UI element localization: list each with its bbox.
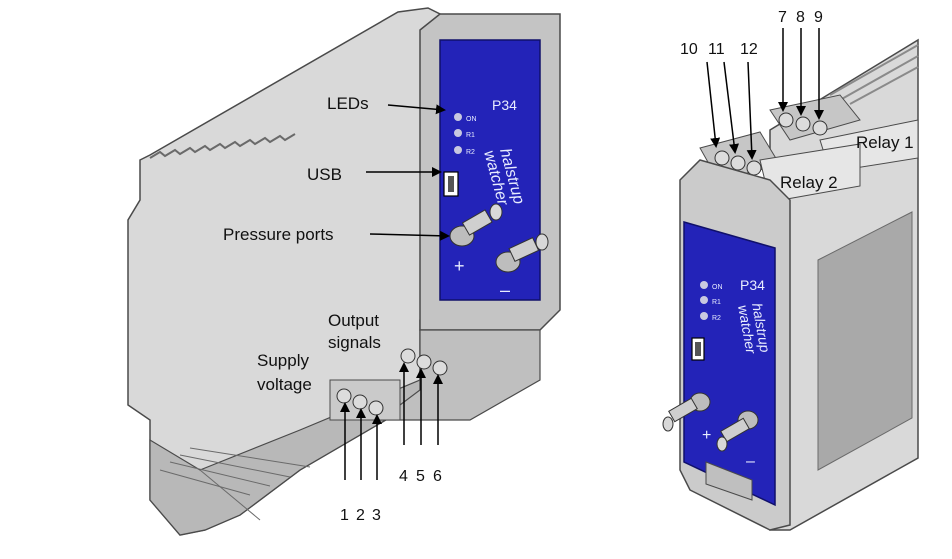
arrow-pressure-ports [369, 230, 450, 241]
right-led-label-on: ON [712, 284, 723, 291]
terminal-label-5: 5 [416, 468, 425, 485]
terminal-label-6: 6 [433, 468, 442, 485]
callout-usb: USB [307, 165, 342, 184]
callout-output-signals-2: signals [328, 333, 381, 352]
callout-supply-voltage-2: voltage [257, 375, 312, 394]
right-led-label-r2: R2 [712, 315, 721, 322]
right-housing-ridges [829, 44, 919, 105]
right-relay1-terminals [778, 112, 828, 136]
left-led-label-on: ON [466, 116, 477, 123]
terminal-label-8: 8 [796, 9, 805, 26]
terminal-label-1: 1 [340, 507, 349, 524]
right-led-r1 [700, 296, 708, 304]
callout-supply-voltage-1: Supply [257, 351, 309, 370]
left-led-label-r2: R2 [466, 149, 475, 156]
terminal-label-4: 4 [399, 468, 408, 485]
right-pressure-port-minus [716, 410, 759, 452]
callout-output-signals-1: Output [328, 311, 379, 330]
arrow-terminal-10 [706, 61, 721, 148]
left-device: ON R1 R2 P34 halstrup watcher + – [127, 7, 561, 536]
left-pressure-port-plus [449, 203, 503, 247]
relay2-label: Relay 2 [780, 173, 838, 192]
right-led-label-r1: R1 [712, 299, 721, 306]
terminal-label-3: 3 [372, 507, 381, 524]
right-device: ON R1 R2 P34 halstrup watcher + – [662, 38, 919, 531]
right-led-on [700, 281, 708, 289]
left-port-plus-label: + [454, 256, 465, 276]
right-port-minus-label: – [746, 453, 755, 470]
right-blue-panel [683, 221, 776, 507]
left-output-terminals [400, 348, 448, 376]
terminal-label-12: 12 [740, 41, 758, 58]
callout-pressure-ports: Pressure ports [223, 225, 334, 244]
right-port-plus-label: + [702, 427, 711, 444]
left-led-r1 [454, 129, 462, 137]
relay1-label: Relay 1 [856, 133, 914, 152]
right-led-r2 [700, 312, 708, 320]
terminal-label-7: 7 [778, 9, 787, 26]
terminal-label-11: 11 [708, 41, 725, 58]
callout-leds: LEDs [327, 94, 369, 113]
left-pressure-port-minus [495, 233, 549, 273]
right-model-label: P34 [740, 277, 765, 293]
right-side-recess [817, 211, 913, 471]
left-terminal-bay [378, 329, 541, 421]
right-pressure-port-plus [662, 392, 711, 432]
terminal-label-10: 10 [680, 41, 698, 58]
left-led-on [454, 113, 462, 121]
right-bottom-clip [705, 461, 753, 501]
left-bottom-ribs [159, 447, 311, 521]
left-led-label-r1: R1 [466, 132, 475, 139]
left-supply-terminals [329, 379, 401, 421]
left-model-label: P34 [492, 97, 517, 113]
terminal-label-2: 2 [356, 507, 365, 524]
left-housing-ridges [149, 133, 296, 159]
terminal-label-9: 9 [814, 9, 823, 26]
arrow-leds [387, 104, 446, 115]
arrow-terminal-11 [723, 61, 739, 154]
arrow-terminal-12 [746, 61, 757, 160]
left-port-minus-label: – [500, 280, 510, 300]
left-led-r2 [454, 146, 462, 154]
